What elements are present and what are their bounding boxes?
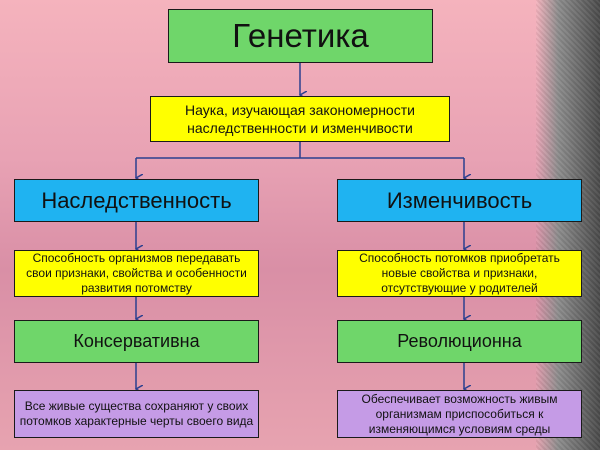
revolutionary-description: Обеспечивает возможность живым организма… — [361, 391, 558, 436]
variability-heading-box: Изменчивость — [337, 179, 582, 222]
revolutionary-box: Революционна — [337, 320, 582, 363]
conservative-box: Консервативна — [14, 320, 259, 363]
revolutionary-description-box: Обеспечивает возможность живым организма… — [337, 390, 582, 438]
revolutionary-label: Революционна — [397, 331, 522, 351]
conservative-label: Консервативна — [73, 331, 200, 351]
heredity-description-box: Способность организмов передавать свои п… — [14, 250, 259, 297]
definition-text: Наука, изучающая закономерности наследст… — [185, 102, 415, 136]
heredity-heading-box: Наследственность — [14, 179, 259, 222]
title-box: Генетика — [168, 9, 433, 63]
heredity-heading: Наследственность — [41, 187, 232, 213]
variability-description-box: Способность потомков приобретать новые с… — [337, 250, 582, 297]
decorative-side-strip — [536, 0, 600, 450]
definition-box: Наука, изучающая закономерности наследст… — [150, 96, 450, 142]
conservative-description: Все живые существа сохраняют у своих пот… — [19, 399, 254, 428]
variability-description: Способность потомков приобретать новые с… — [359, 251, 560, 295]
variability-heading: Изменчивость — [386, 187, 533, 213]
diagram-title: Генетика — [232, 17, 369, 54]
conservative-description-box: Все живые существа сохраняют у своих пот… — [14, 390, 259, 438]
heredity-description: Способность организмов передавать свои п… — [26, 251, 247, 295]
